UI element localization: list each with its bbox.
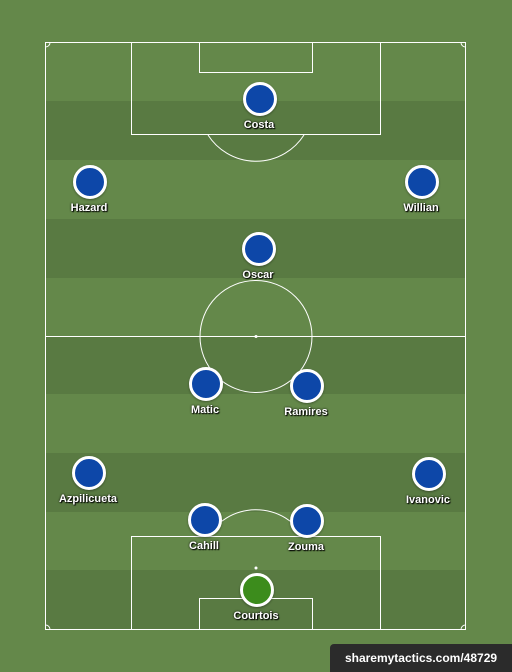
player-token[interactable] xyxy=(188,503,222,537)
player-name: Oscar xyxy=(242,269,274,281)
player-name: Courtois xyxy=(233,610,279,622)
player-token[interactable] xyxy=(243,82,277,116)
corner-arc xyxy=(460,624,466,630)
top-penalty-arc xyxy=(207,134,305,162)
pitch-stripe xyxy=(45,453,466,512)
player-name: Matic xyxy=(190,404,220,416)
player-name: Hazard xyxy=(70,202,108,214)
corner-arc xyxy=(460,42,466,48)
player-token[interactable] xyxy=(72,456,106,490)
player-name: Ivanovic xyxy=(405,494,451,506)
player-token[interactable] xyxy=(290,504,324,538)
player-token[interactable] xyxy=(73,165,107,199)
player-name: Azpilicueta xyxy=(58,493,118,505)
centre-circle xyxy=(199,280,313,393)
player-name: Willian xyxy=(403,202,439,214)
corner-arc xyxy=(45,42,51,48)
player-name: Costa xyxy=(243,119,275,131)
corner-arc xyxy=(45,624,51,630)
player-token[interactable] xyxy=(242,232,276,266)
penalty-spot xyxy=(254,566,258,570)
site-credit-link[interactable]: sharemytactics.com/48729 xyxy=(330,644,512,672)
player-name: Ramires xyxy=(284,406,328,418)
player-token[interactable] xyxy=(405,165,439,199)
player-name: Cahill xyxy=(189,540,219,552)
player-name: Zouma xyxy=(287,541,325,553)
player-token[interactable] xyxy=(290,369,324,403)
player-token[interactable] xyxy=(412,457,446,491)
top-six-yard-box xyxy=(199,42,313,73)
centre-spot xyxy=(254,335,258,338)
pitch-stripe xyxy=(45,337,466,394)
goalkeeper-token[interactable] xyxy=(240,573,274,607)
player-token[interactable] xyxy=(189,367,223,401)
